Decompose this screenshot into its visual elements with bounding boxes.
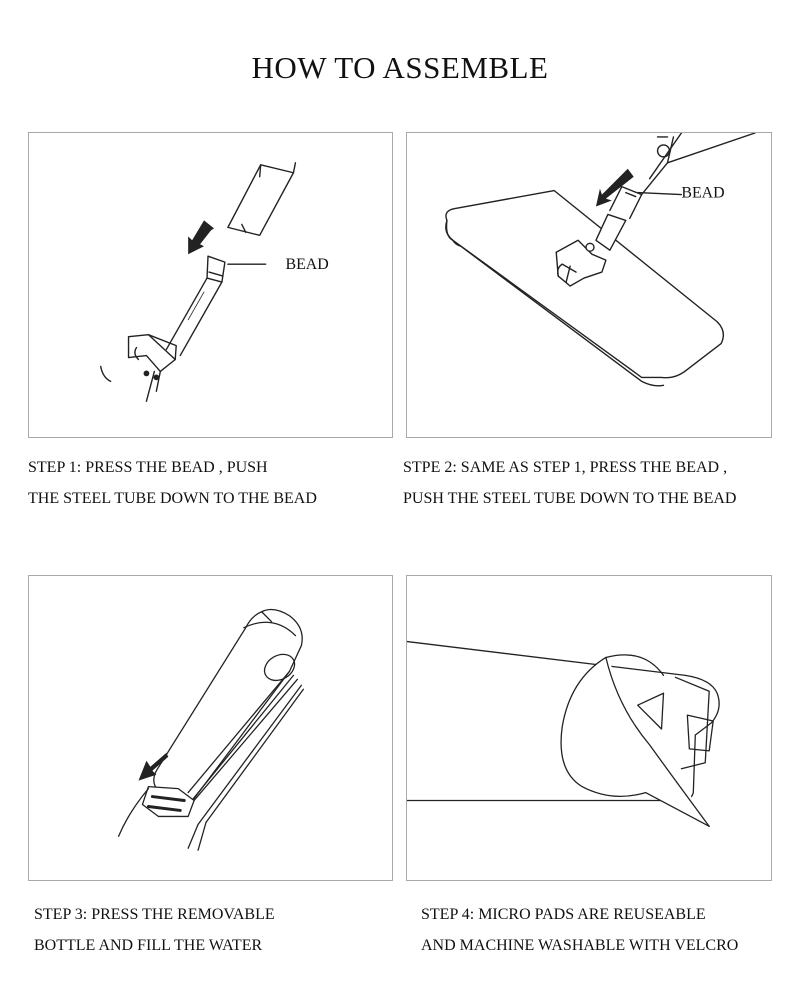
step-3-line-2: BOTTLE AND FILL THE WATER (34, 937, 263, 954)
step-4-line-1: STEP 4: MICRO PADS ARE REUSEABLE (421, 906, 706, 923)
bead-label-1: BEAD (286, 256, 329, 273)
bead-label-2: BEAD (681, 185, 724, 202)
step-4-line-2: AND MACHINE WASHABLE WITH VELCRO (421, 937, 739, 954)
bottle-drawing (117, 608, 305, 851)
step-1-illustration: BEAD (28, 132, 393, 438)
step-4-caption: STEP 4: MICRO PADS ARE REUSEABLE AND MAC… (421, 899, 738, 961)
mop-head-drawing: BEAD (445, 133, 756, 387)
step-3-caption: STEP 3: PRESS THE REMOVABLE BOTTLE AND F… (34, 899, 275, 961)
tube-bead-drawing: BEAD (100, 162, 329, 402)
step-1-caption: STEP 1: PRESS THE BEAD , PUSH THE STEEL … (28, 452, 317, 514)
step-3-line-1: STEP 3: PRESS THE REMOVABLE (34, 906, 275, 923)
step-3-illustration (28, 575, 393, 881)
step-1-line-2: THE STEEL TUBE DOWN TO THE BEAD (28, 490, 317, 507)
step-2-illustration: BEAD (406, 132, 772, 438)
step-1-line-1: STEP 1: PRESS THE BEAD , PUSH (28, 459, 268, 476)
step-2-line-1: STPE 2: SAME AS STEP 1, PRESS THE BEAD , (403, 459, 728, 476)
step-4-illustration (406, 575, 772, 881)
pad-drawing (407, 640, 720, 827)
step-2-line-2: PUSH THE STEEL TUBE DOWN TO THE BEAD (403, 490, 737, 507)
page-title: HOW TO ASSEMBLE (251, 50, 549, 85)
step-2-caption: STPE 2: SAME AS STEP 1, PRESS THE BEAD ,… (403, 452, 736, 514)
